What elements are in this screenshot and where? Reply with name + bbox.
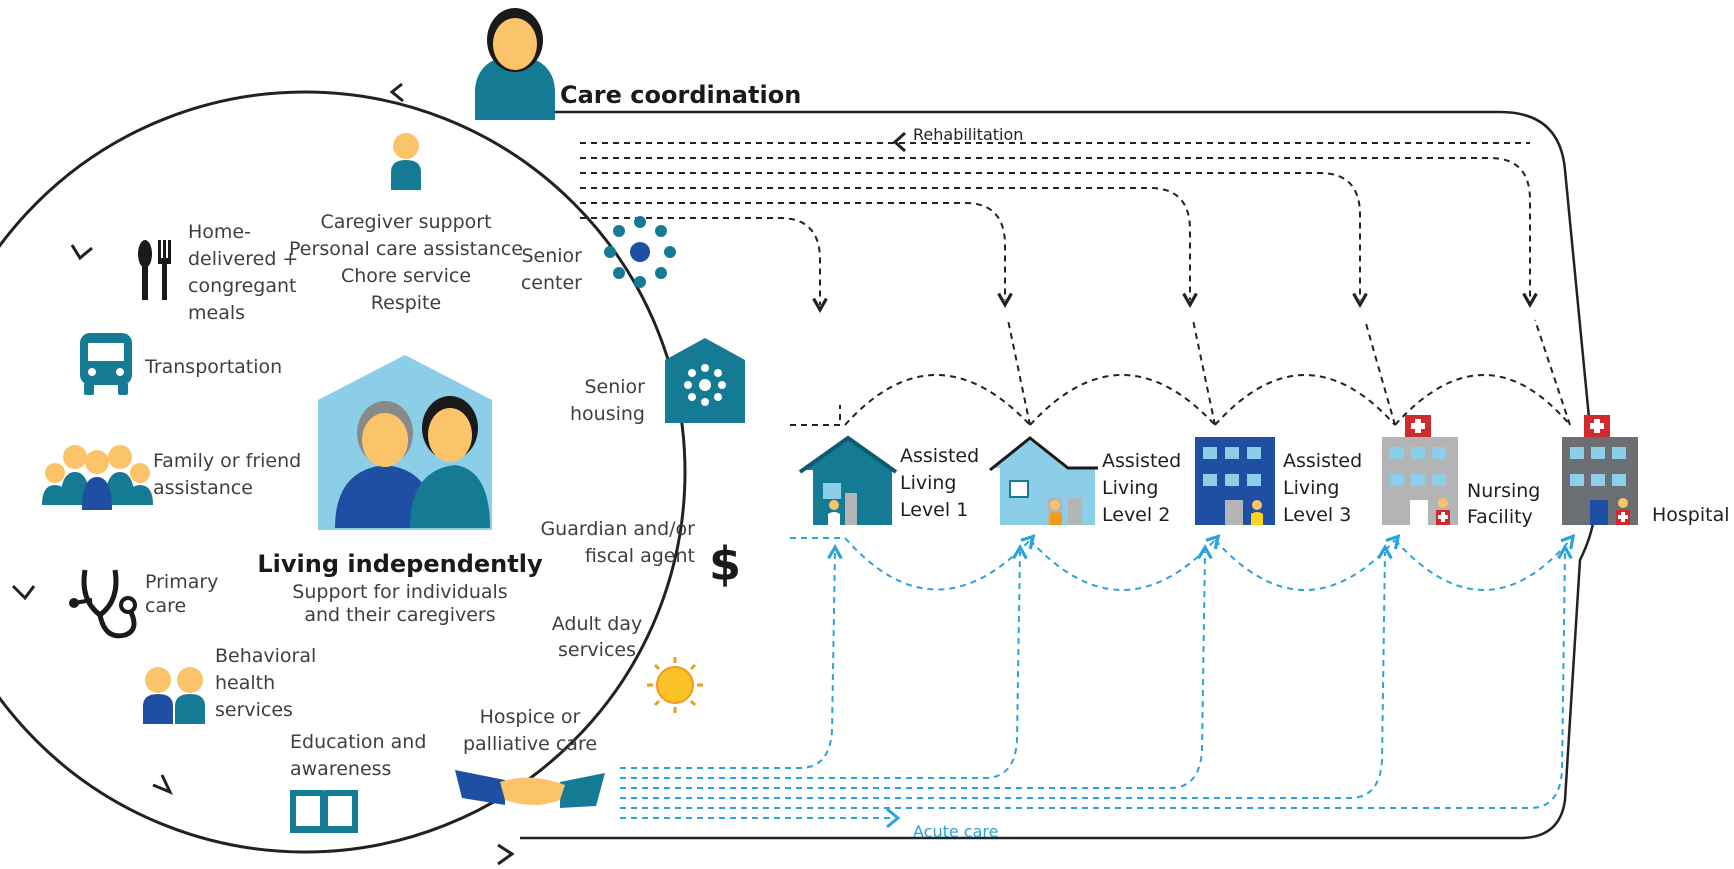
rehab-arrow-head xyxy=(892,131,907,153)
circle-arrow-bottom xyxy=(497,843,515,866)
acute-flow-line-4 xyxy=(620,552,1385,799)
caregiver-person-icon xyxy=(391,133,421,190)
acute-flow-line-5 xyxy=(620,552,1565,809)
acute-flow-line-2 xyxy=(620,552,1020,779)
behavioral-label-3: services xyxy=(215,699,293,721)
behavioral-label-1: Behavioral xyxy=(215,645,316,667)
open-book-icon xyxy=(290,790,358,833)
al2-label-3: Level 2 xyxy=(1102,504,1170,526)
rehab-flow-line-5 xyxy=(580,202,1005,300)
hospital-icon xyxy=(1562,415,1638,525)
circle-arrow-bottom-left xyxy=(152,774,174,795)
living-independently-title: Living independently xyxy=(257,550,543,578)
senior-center-label-1: Senior xyxy=(521,245,582,267)
rehab-flow-line-6 xyxy=(580,217,820,305)
dollar-icon: $ xyxy=(709,537,741,591)
rehab-flow-1 xyxy=(790,405,841,426)
senior-housing-label-1: Senior xyxy=(584,376,645,398)
living-independently-subtitle-2: and their caregivers xyxy=(304,604,495,626)
senior-center-icon xyxy=(604,216,676,288)
care-coordination-title: Care coordination xyxy=(560,81,801,109)
acute-flow-line-1 xyxy=(620,552,835,769)
behavioral-health-icon xyxy=(143,667,205,724)
acute-arc-3 xyxy=(1214,540,1395,591)
acute-arc-4 xyxy=(1394,540,1570,591)
handshake-icon xyxy=(455,770,605,808)
assisted-living-1-icon xyxy=(798,435,898,525)
al3-label-2: Living xyxy=(1283,477,1340,499)
family-group-icon xyxy=(42,445,153,510)
hospice-label-1: Hospice or xyxy=(480,706,581,728)
senior-center-label-2: center xyxy=(521,272,582,294)
education-label-1: Education and xyxy=(290,731,426,753)
acute-arc-1 xyxy=(844,538,1030,591)
primary-care-label-1: Primary xyxy=(145,571,218,593)
rehabilitation-label: Rehabilitation xyxy=(913,125,1023,144)
adult-day-label-2: services xyxy=(558,639,636,661)
rehab-arc-4 xyxy=(1394,374,1571,426)
nursing-label-2: Facility xyxy=(1467,506,1533,528)
nursing-label-1: Nursing xyxy=(1467,480,1540,502)
senior-housing-label-2: housing xyxy=(570,403,645,425)
rehab-arc-2 xyxy=(1029,374,1216,426)
adult-day-label-1: Adult day xyxy=(552,613,642,635)
stethoscope-icon xyxy=(69,569,137,639)
rehab-rise-1 xyxy=(1007,319,1031,426)
rehab-flow-line-3 xyxy=(580,172,1360,300)
al1-label-1: Assisted xyxy=(900,445,979,467)
al2-label-2: Living xyxy=(1102,477,1159,499)
rehab-rise-4 xyxy=(1534,319,1571,426)
sun-icon xyxy=(647,657,703,713)
al3-label-3: Level 3 xyxy=(1283,504,1351,526)
care-coordinator-icon xyxy=(475,8,555,120)
nursing-facility-icon xyxy=(1382,415,1458,525)
rehab-arc-3 xyxy=(1214,374,1396,426)
meals-label-1: Home- xyxy=(188,221,251,243)
family-label-1: Family or friend xyxy=(153,450,301,472)
family-label-2: assistance xyxy=(153,477,253,499)
respite-label: Respite xyxy=(371,292,441,314)
rehab-rise-3 xyxy=(1364,319,1396,426)
al1-label-3: Level 1 xyxy=(900,499,968,521)
acute-care-label: Acute care xyxy=(913,822,998,841)
assisted-living-2-icon xyxy=(989,436,1098,525)
living-independently-house-icon xyxy=(318,355,492,530)
rehab-arc-1 xyxy=(844,374,1031,426)
transportation-label: Transportation xyxy=(144,356,282,378)
education-label-2: awareness xyxy=(290,758,391,780)
caregiver-support-label: Caregiver support xyxy=(320,211,491,233)
acute-flow-line-3 xyxy=(620,552,1205,789)
rehab-flow-line-2 xyxy=(580,157,1530,300)
al1-label-2: Living xyxy=(900,472,957,494)
hospice-label-2: palliative care xyxy=(463,733,597,755)
guardian-label-1: Guardian and/or xyxy=(540,518,695,540)
rehab-rise-2 xyxy=(1192,319,1216,426)
al3-label-1: Assisted xyxy=(1283,450,1362,472)
bus-icon xyxy=(80,333,132,395)
al2-label-1: Assisted xyxy=(1102,450,1181,472)
assisted-living-3-icon xyxy=(1195,437,1275,525)
behavioral-label-2: health xyxy=(215,672,275,694)
primary-care-label-2: care xyxy=(145,595,186,617)
acute-arrow-head xyxy=(886,807,901,829)
acute-arc-2 xyxy=(1029,540,1215,591)
meals-label-4: meals xyxy=(188,302,245,324)
living-independently-subtitle-1: Support for individuals xyxy=(292,581,507,603)
circle-arrow-top xyxy=(389,82,404,103)
hospital-label: Hospital xyxy=(1652,504,1730,526)
meals-label-2: delivered + xyxy=(188,248,298,270)
rehab-flow-line-4 xyxy=(580,187,1190,300)
personal-care-label: Personal care assistance xyxy=(289,238,523,260)
fork-knife-icon xyxy=(138,240,171,300)
guardian-label-2: fiscal agent xyxy=(585,545,695,567)
living-independently-circle xyxy=(0,90,687,854)
meals-label-3: congregant xyxy=(188,275,296,297)
circle-arrow-left-upper xyxy=(70,244,93,261)
circle-arrow-left-lower xyxy=(11,584,36,601)
chore-service-label: Chore service xyxy=(341,265,471,287)
senior-housing-icon xyxy=(665,338,745,423)
